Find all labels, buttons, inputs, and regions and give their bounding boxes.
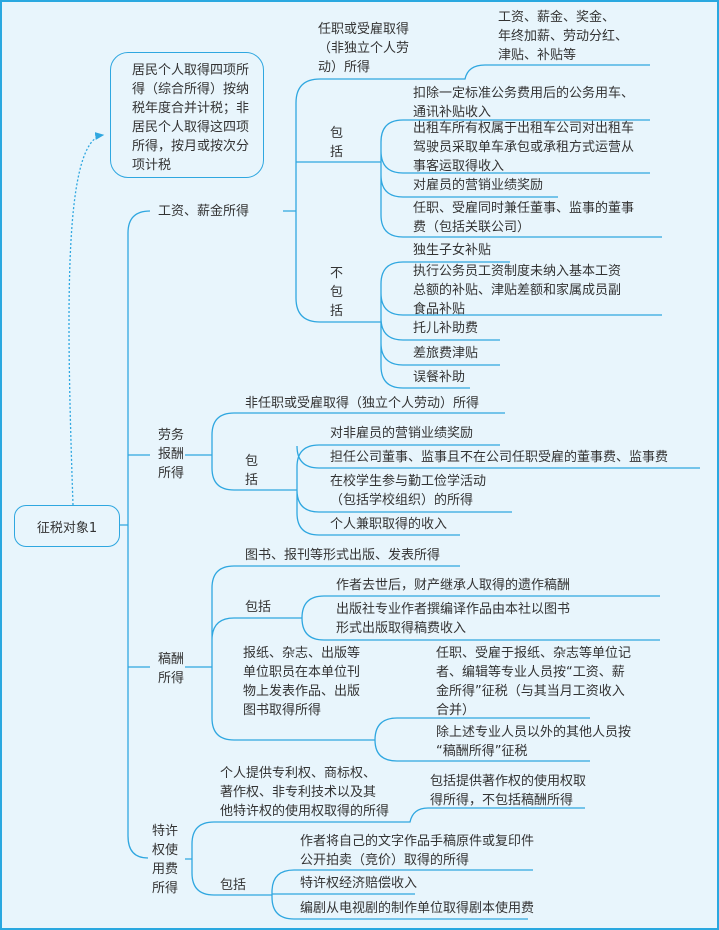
branch-labor: 劳务 报酬 所得 — [158, 428, 185, 481]
franchise-rights: 个人提供专利权、商标权、 著作权、非专利技术以及其 他特许权的使用权取得的所得 — [220, 766, 390, 819]
labor-include-item: 在校学生参与勤工俭学活动 （包括学校组织）的所得 — [330, 474, 487, 508]
labor-include-item: 个人兼职取得的收入 — [330, 517, 448, 532]
franchise-rights-detail: 包括提供著作权的使用权取 得所得，不包括稿酬所得 — [430, 774, 587, 808]
wages-include-item: 扣除一定标准公务费用后的公务用车、 通讯补贴收入 — [413, 86, 635, 120]
royalty-publish: 图书、报刊等形式出版、发表所得 — [245, 548, 441, 563]
franchise-include-item: 特许权经济赔偿收入 — [300, 876, 418, 891]
labor-include-label: 包 括 — [245, 454, 259, 488]
wages-exclude-item: 独生子女补贴 — [413, 243, 492, 258]
royalty-include-item: 出版社专业作者撰编译作品由本社以图书 形式出版取得稿费收入 — [336, 602, 571, 636]
dotted-arrow — [68, 132, 105, 506]
labor-include-item: 担任公司董事、监事且不在公司任职受雇的董事费、监事费 — [330, 450, 669, 465]
root-node: 征税对象1 — [14, 505, 120, 547]
note-box: 居民个人取得四项所得（综合所得）按纳税年度合并计税；非居民个人取得这四项所得，按… — [110, 52, 264, 178]
royalty-staff: 报纸、杂志、出版等 单位职员在本单位刊 物上发表作品、出版 图书取得所得 — [243, 646, 361, 718]
branch-royalty: 稿酬 所得 — [158, 652, 185, 686]
franchise-include-item: 作者将自己的文字作品手稿原件或复印件 公开拍卖（竞价）取得的所得 — [300, 834, 535, 868]
franchise-include-item: 编剧从电视剧的制作单位取得剧本使用费 — [300, 901, 535, 916]
wages-include-item: 对雇员的营销业绩奖励 — [413, 178, 544, 193]
royalty-include-item: 作者去世后，财产继承人取得的遗作稿酬 — [336, 578, 571, 593]
wages-employment-detail: 工资、薪金、奖金、 年终加薪、劳动分红、 津贴、补贴等 — [498, 10, 629, 63]
royalty-staff-case: 任职、受雇于报纸、杂志等单位记 者、编辑等专业人员按“工资、薪 金所得”征税（与… — [436, 646, 632, 718]
wages-exclude-item: 托儿补助费 — [413, 321, 479, 336]
wages-exclude-item: 执行公务员工资制度未纳入基本工资 总额的补贴、津贴差额和家属成员副 食品补贴 — [413, 264, 622, 317]
wages-exclude-item: 误餐补助 — [413, 370, 466, 385]
wages-include-item: 任职、受雇同时兼任董事、监事的董事 费（包括关联公司） — [413, 201, 635, 235]
franchise-include-label: 包括 — [220, 878, 247, 893]
royalty-staff-case: 除上述专业人员以外的其他人员按 “稿酬所得”征税 — [436, 725, 632, 759]
labor-independent: 非任职或受雇取得（独立个人劳动）所得 — [245, 396, 480, 411]
note-text: 居民个人取得四项所得（综合所得）按纳税年度合并计税；非居民个人取得这四项所得，按… — [132, 63, 250, 173]
main-trunk — [118, 210, 151, 859]
royalty-include-label: 包括 — [245, 600, 272, 615]
labor-include-item: 对非雇员的营销业绩奖励 — [330, 426, 474, 441]
wages-include-item: 出租车所有权属于出租车公司对出租车 驾驶员采取单车承包或承租方式运营从 事客运取… — [413, 121, 635, 174]
wages-employment: 任职或受雇取得 （非独立个人劳 动）所得 — [318, 22, 410, 75]
branch-franchise: 特许 权使 用费 所得 — [152, 824, 179, 896]
root-label: 征税对象1 — [36, 520, 98, 536]
wages-exclude-item: 差旅费津贴 — [413, 346, 479, 361]
wages-include-label: 包 括 — [330, 126, 344, 160]
branch-wages: 工资、薪金所得 — [158, 204, 250, 219]
wages-exclude-label: 不 包 括 — [330, 266, 344, 319]
